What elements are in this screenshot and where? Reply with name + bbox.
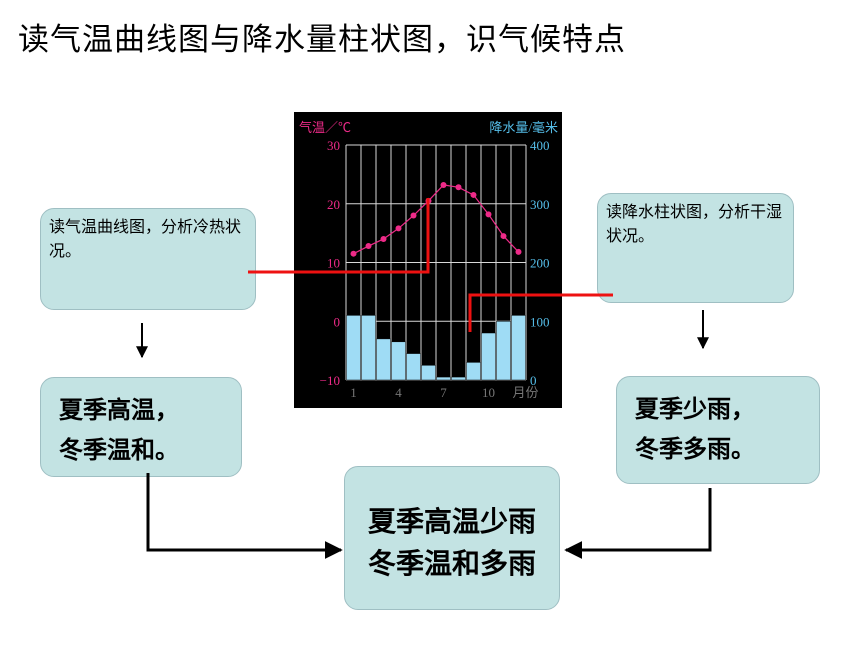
precipitation-bar bbox=[496, 321, 511, 381]
x-tick-label: 7 bbox=[440, 385, 447, 400]
temperature-point bbox=[365, 243, 372, 250]
x-axis-unit: 月份 bbox=[513, 385, 539, 400]
temperature-note-text: 读气温曲线图，分析冷热状况。 bbox=[49, 217, 242, 260]
climate-summary-box: 夏季高温少雨 冬季温和多雨 bbox=[344, 466, 560, 610]
temperature-result-line-2: 冬季温和。 bbox=[59, 436, 179, 464]
summary-line-1: 夏季高温少雨 bbox=[367, 505, 536, 538]
precipitation-bars bbox=[346, 315, 526, 381]
precipitation-bar bbox=[376, 338, 391, 381]
y-tick-left: −10 bbox=[320, 373, 340, 388]
x-tick-label: 4 bbox=[395, 385, 402, 400]
y-tick-right: 0 bbox=[530, 373, 537, 388]
precipitation-bar bbox=[451, 376, 466, 381]
temperature-result-line-1: 夏季高温， bbox=[59, 396, 179, 424]
temperature-point bbox=[440, 181, 447, 188]
precipitation-bar bbox=[421, 365, 436, 381]
y-axis-left-label: 气温／℃ bbox=[299, 120, 351, 135]
precipitation-bar bbox=[436, 376, 451, 381]
page-title: 读气温曲线图与降水量柱状图，识气候特点 bbox=[18, 22, 626, 58]
precipitation-result-box: 夏季少雨， 冬季多雨。 bbox=[616, 376, 820, 484]
temperature-point bbox=[395, 225, 402, 232]
precipitation-result-line-2: 冬季多雨。 bbox=[635, 435, 755, 463]
precipitation-reading-note: 读降水柱状图，分析干湿状况。 bbox=[597, 193, 794, 303]
precipitation-bar bbox=[391, 341, 406, 381]
y-tick-left: 20 bbox=[327, 197, 340, 212]
precipitation-bar bbox=[466, 362, 481, 381]
temperature-reading-note: 读气温曲线图，分析冷热状况。 bbox=[40, 208, 256, 310]
y-tick-right: 200 bbox=[530, 256, 550, 271]
precipitation-bar bbox=[406, 353, 421, 381]
temperature-result-box: 夏季高温， 冬季温和。 bbox=[40, 377, 242, 477]
temperature-point bbox=[410, 212, 417, 219]
x-tick-label: 1 bbox=[350, 385, 357, 400]
precipitation-bar bbox=[346, 315, 361, 381]
right-to-summary-arrow bbox=[564, 488, 712, 559]
y-tick-right: 100 bbox=[530, 314, 550, 329]
y-tick-right: 300 bbox=[530, 197, 550, 212]
y-tick-left: 30 bbox=[327, 138, 340, 153]
temperature-point bbox=[470, 191, 477, 198]
temperature-point bbox=[380, 236, 387, 242]
precipitation-bar bbox=[511, 315, 526, 381]
left-to-summary-arrow bbox=[146, 473, 343, 559]
temperature-point bbox=[500, 233, 507, 240]
temperature-point bbox=[350, 250, 357, 257]
x-tick-label: 10 bbox=[482, 385, 495, 400]
precipitation-bar bbox=[481, 332, 496, 381]
summary-line-2: 冬季温和多雨 bbox=[367, 547, 536, 580]
precipitation-bar bbox=[361, 315, 376, 381]
y-axis-right-label: 降水量/毫米 bbox=[489, 120, 558, 135]
temperature-point bbox=[425, 197, 432, 204]
temperature-point bbox=[485, 211, 492, 218]
precipitation-note-text: 读降水柱状图，分析干湿状况。 bbox=[606, 202, 783, 245]
temperature-point bbox=[515, 248, 522, 255]
y-tick-left: 0 bbox=[334, 314, 341, 329]
y-tick-right: 400 bbox=[530, 138, 550, 153]
y-tick-left: 10 bbox=[327, 256, 340, 271]
temperature-point bbox=[455, 184, 462, 191]
precipitation-result-line-1: 夏季少雨， bbox=[635, 395, 755, 423]
